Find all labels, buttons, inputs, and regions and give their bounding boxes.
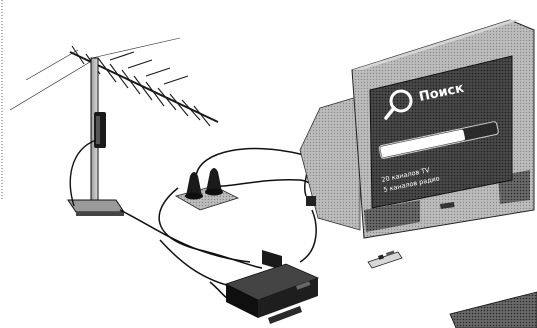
splitter-icon <box>176 168 238 210</box>
partial-object-bottom-right <box>450 292 537 328</box>
remote-control-icon <box>368 251 402 268</box>
tv-set: Поиск 20 каналов TV 5 каналов радио <box>300 20 534 238</box>
antenna-icon <box>10 38 218 216</box>
